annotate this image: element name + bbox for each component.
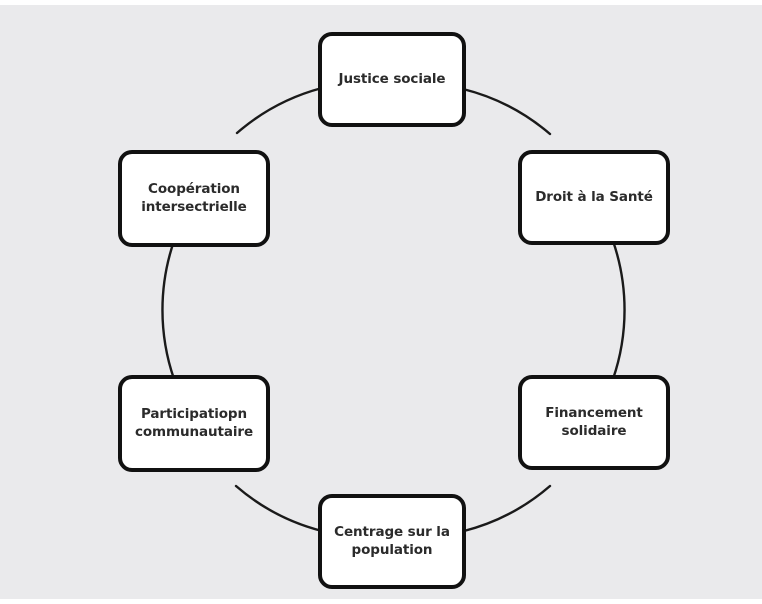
diagram-canvas: Justice sociale Droit à la Santé Finance… [0, 5, 762, 599]
node-financement-solidaire[interactable]: Financement solidaire [518, 375, 670, 470]
node-label: Coopération intersectrielle [141, 181, 247, 215]
node-participation-communautaire[interactable]: Participatiopn communautaire [118, 375, 270, 472]
node-label: Justice sociale [338, 70, 446, 87]
node-centrage-sur-la-population[interactable]: Centrage sur la population [318, 494, 466, 589]
node-label: Financement solidaire [545, 405, 643, 439]
cycle-connectors [161, 86, 626, 533]
node-label: Droit à la Santé [535, 188, 653, 205]
connector-participation-to-cooperation [161, 239, 176, 381]
node-label: Centrage sur la population [334, 524, 450, 558]
connector-justice-to-droit [461, 87, 552, 136]
node-label: Participatiopn communautaire [134, 406, 254, 440]
node-droit-a-la-sante[interactable]: Droit à la Santé [518, 150, 670, 245]
connector-centrage-to-participation [234, 484, 324, 533]
connector-droit-to-financement [611, 239, 626, 381]
node-justice-sociale[interactable]: Justice sociale [318, 32, 466, 127]
connector-cooperation-to-justice [235, 86, 324, 135]
node-cooperation-intersectrielle[interactable]: Coopération intersectrielle [118, 150, 270, 247]
connector-financement-to-centrage [462, 484, 552, 533]
